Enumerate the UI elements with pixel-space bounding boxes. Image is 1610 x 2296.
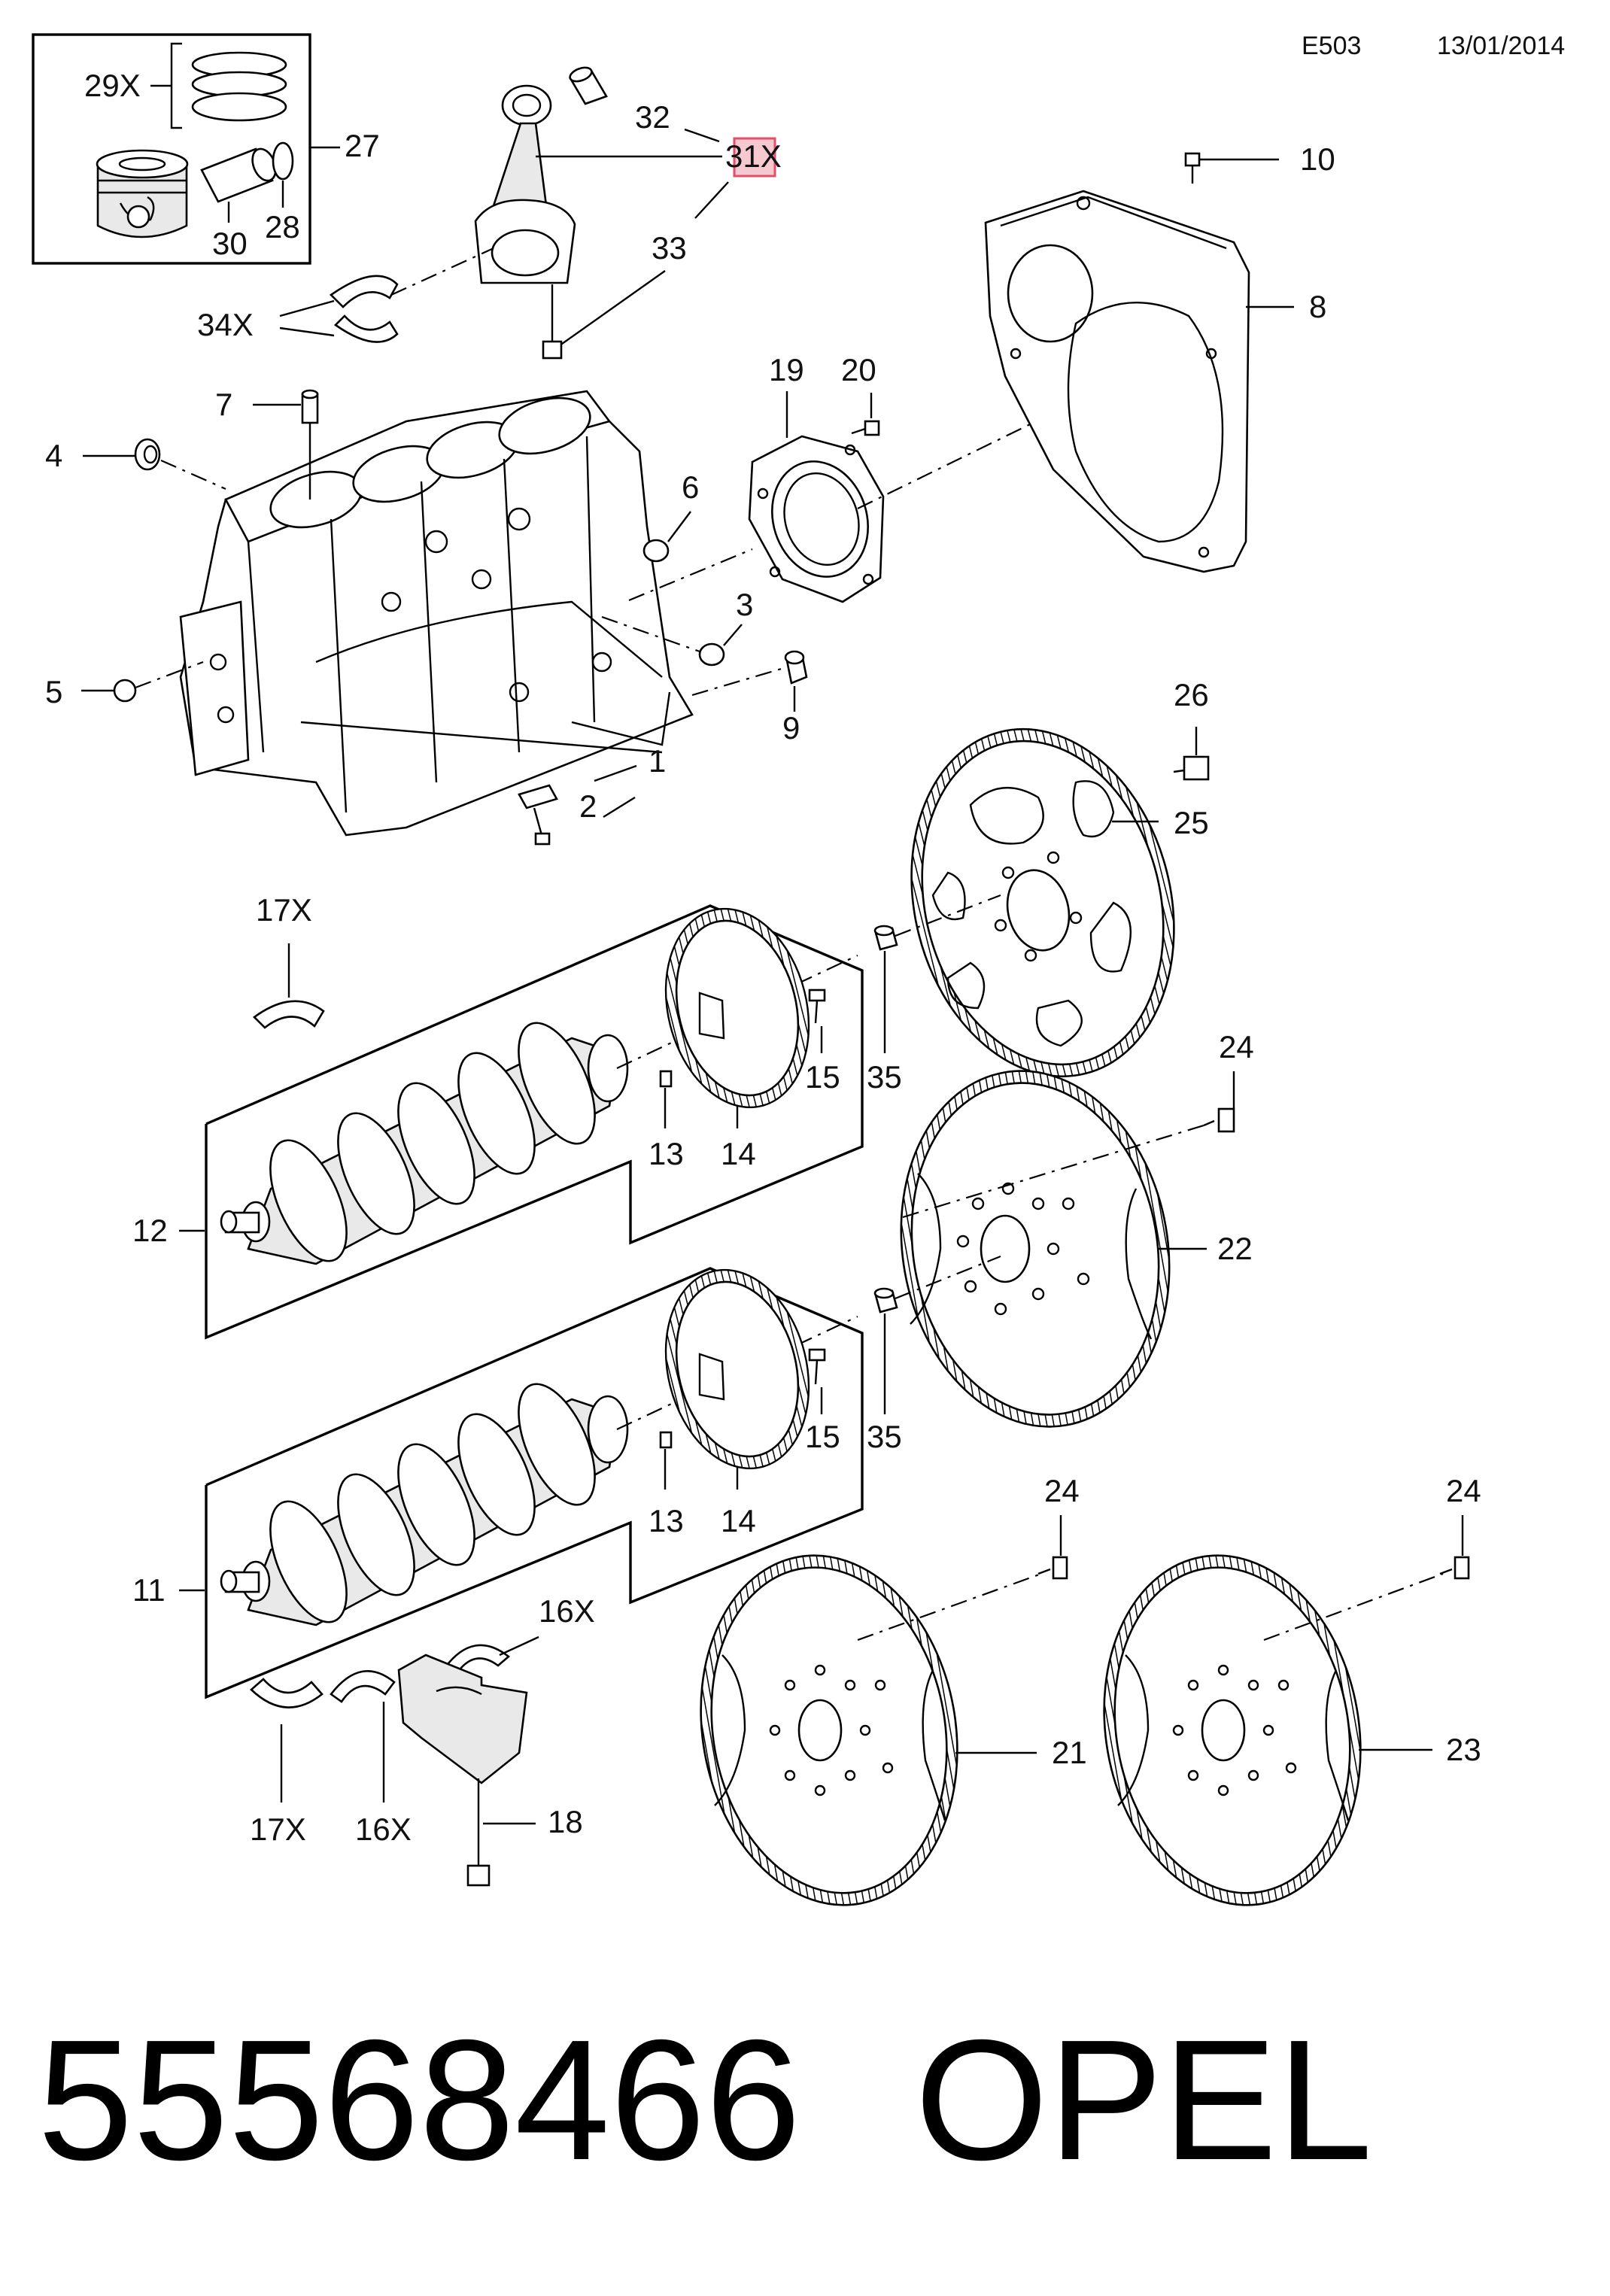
callout-24-top: 24	[1219, 1029, 1254, 1064]
flywheel-23	[1103, 1554, 1362, 1906]
callout-35-top: 35	[867, 1059, 902, 1095]
brand-name: OPEL	[915, 2005, 1372, 2196]
plug-5	[113, 679, 137, 703]
callout-26: 26	[1174, 677, 1209, 712]
ring-screw-15-top	[808, 989, 826, 1024]
piston-kit-box: 29X 27 30 28	[32, 33, 380, 265]
part-number: 55568466	[38, 2005, 800, 2196]
callout-11: 11	[132, 1572, 166, 1608]
callout-23: 23	[1446, 1732, 1481, 1767]
callout-18: 18	[548, 1804, 583, 1839]
piston-pin	[200, 147, 277, 203]
callout-17x-bottom: 17X	[250, 1812, 306, 1847]
dual-mass-flywheel-22	[900, 1070, 1171, 1428]
cylinder-block	[179, 390, 694, 837]
callout-25: 25	[1174, 805, 1209, 840]
plug-3	[698, 642, 725, 667]
callout-7: 7	[215, 387, 232, 422]
diagram-code: E503	[1302, 32, 1361, 60]
callout-12: 12	[132, 1213, 168, 1248]
callout-8: 8	[1309, 289, 1326, 324]
callout-32: 32	[635, 99, 670, 135]
callout-22: 22	[1217, 1231, 1253, 1266]
cap-bolt-18	[466, 1778, 491, 1887]
rod-bush	[569, 66, 608, 105]
callout-4: 4	[45, 438, 62, 473]
plug-6	[642, 539, 670, 563]
callout-17x-top: 17X	[256, 892, 312, 928]
highlight-box-31x	[733, 137, 776, 178]
callout-13-bottom: 13	[649, 1503, 684, 1538]
callout-33: 33	[652, 230, 687, 266]
callout-13-top: 13	[649, 1136, 684, 1171]
callout-10: 10	[1300, 141, 1335, 177]
callout-16x-bottom: 16X	[355, 1812, 412, 1847]
callout-6: 6	[682, 469, 699, 505]
reluctor-ring-top	[664, 907, 810, 1109]
main-bearing-17x-bottom	[250, 1678, 324, 1708]
callout-35-bottom: 35	[867, 1419, 902, 1454]
rod-bolt	[542, 284, 563, 360]
callout-16x-top: 16X	[539, 1593, 595, 1629]
pilot-bush-35-bottom	[873, 1287, 898, 1314]
callout-20: 20	[841, 352, 876, 387]
expansion-plug-4	[134, 438, 161, 471]
pin-13-bottom	[659, 1431, 673, 1449]
flywheel-bolt-24-top	[1203, 1107, 1235, 1133]
rod-bearing-shells	[329, 275, 399, 343]
cylinder-bores	[269, 396, 591, 529]
callout-24-left: 24	[1044, 1473, 1080, 1508]
adapter-plate	[984, 190, 1250, 573]
flywheel-bolt-24-left	[1037, 1556, 1068, 1580]
callout-2: 2	[579, 788, 597, 824]
dowel-9	[784, 650, 808, 685]
flywheel-21	[700, 1554, 958, 1906]
crankshaft-12	[220, 1022, 629, 1265]
thrust-bearing-16x-bottom	[330, 1670, 396, 1703]
ring-screw-15-bottom	[808, 1348, 826, 1385]
callout-29x: 29X	[84, 68, 141, 103]
oil-jet	[518, 784, 558, 846]
callout-34x: 34X	[197, 307, 254, 342]
piston-rings	[191, 51, 287, 122]
flexplate-bolt-26	[1173, 755, 1210, 781]
callout-14-top: 14	[721, 1136, 756, 1171]
callout-21: 21	[1052, 1735, 1087, 1770]
connecting-rod	[474, 84, 576, 284]
callout-31x: 31X	[725, 138, 782, 174]
pin-13-top	[659, 1070, 673, 1088]
pin-circlip	[272, 141, 294, 181]
callout-14-bottom: 14	[721, 1503, 756, 1538]
callout-27: 27	[345, 128, 380, 163]
seal-bolt-20	[851, 420, 880, 436]
pilot-bush-35-top	[873, 925, 898, 951]
callout-9: 9	[782, 710, 800, 746]
callout-15-bottom: 15	[805, 1419, 840, 1454]
diagram-date: 13/01/2014	[1437, 32, 1565, 60]
callout-5: 5	[45, 674, 62, 709]
thrust-bearing-16x-top	[444, 1644, 511, 1676]
main-bearing-cap	[397, 1654, 528, 1784]
callout-30: 30	[212, 226, 248, 261]
piston	[96, 149, 189, 238]
plate-bolt-10	[1184, 152, 1201, 184]
callout-24-right: 24	[1446, 1473, 1481, 1508]
callout-3: 3	[736, 587, 753, 622]
main-bearing-17x-top	[253, 1000, 325, 1029]
rear-seal-housing	[748, 435, 885, 603]
flywheel-bolt-24-right	[1439, 1556, 1470, 1580]
block-dowel	[301, 389, 319, 424]
crankshaft-11	[220, 1383, 629, 1626]
flexplate	[910, 727, 1175, 1078]
callout-28: 28	[265, 209, 300, 244]
reluctor-ring-bottom	[664, 1268, 810, 1470]
callout-19: 19	[769, 352, 804, 387]
callout-15-top: 15	[805, 1059, 840, 1095]
callout-1: 1	[649, 743, 666, 779]
